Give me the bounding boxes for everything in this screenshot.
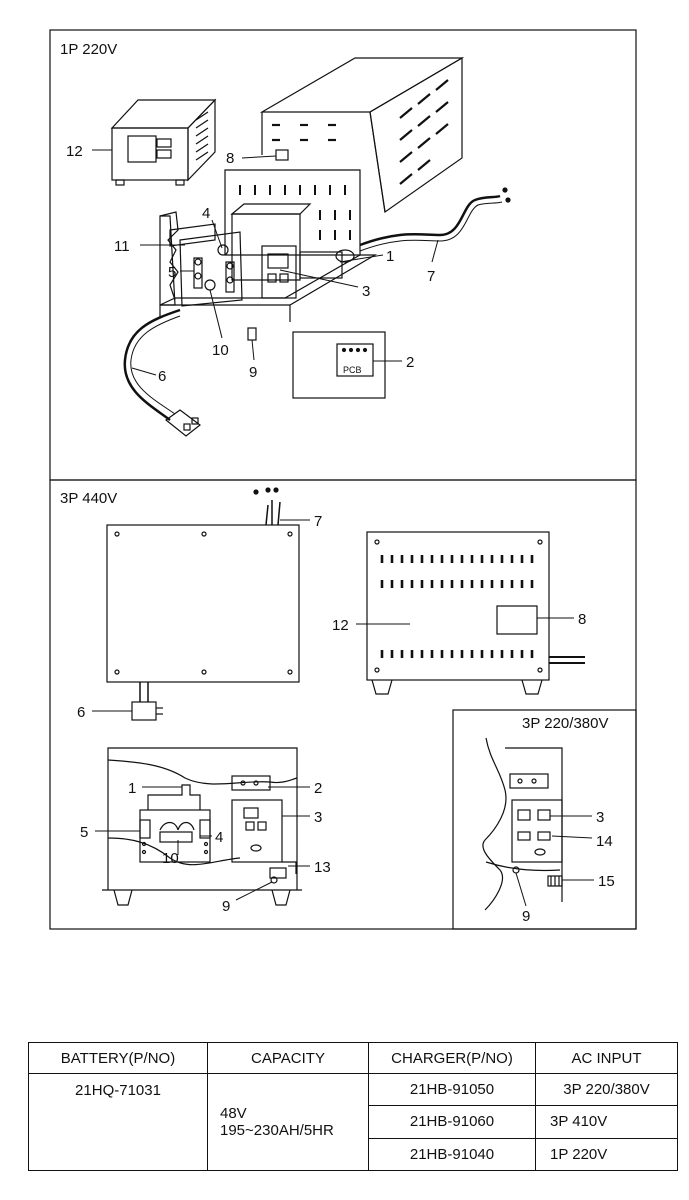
ac-input-cell: 3P 220/380V [535,1072,678,1107]
callout-5-mid: 5 [80,824,88,841]
callout-9: 9 [249,364,257,381]
section-title-inset: 3P 220/380V [522,715,608,732]
cabinet-cover [259,56,465,214]
spec-table: BATTERY(P/NO) CAPACITY CHARGER(P/NO) AC … [28,1042,678,1172]
ac-input-cell: 3P 410V [535,1105,678,1139]
callout-7: 7 [427,268,435,285]
callout-8-mid: 8 [578,611,586,628]
callout-1-mid: 1 [128,780,136,797]
capacity-range: 195~230AH/5HR [220,1122,334,1139]
section-frame-inset [452,709,637,930]
table-row: 21HB-91040 1P 220V [29,1137,678,1172]
callout-6-mid: 6 [77,704,85,721]
callout-4-mid: 4 [215,829,223,846]
table-header-row: BATTERY(P/NO) CAPACITY CHARGER(P/NO) AC … [28,1042,678,1074]
table-row: 21HQ-71031 48V 195~230AH/5HR 21HB-91050 … [28,1072,678,1171]
battery-cell: 21HQ-71031 [28,1073,208,1171]
dc-plug-mid [131,701,157,721]
charger-cell: 21HB-91040 [368,1137,536,1172]
callout-2: 2 [406,354,414,371]
dc-cable [123,308,181,422]
header-battery: BATTERY(P/NO) [28,1042,208,1074]
cabinet-front [366,531,585,695]
open-chassis-middle [102,747,302,906]
capacity-voltage: 48V [220,1105,247,1122]
callout-6: 6 [158,368,166,385]
callout-4: 4 [202,205,210,222]
chassis [159,169,378,322]
callout-14-inset: 14 [596,833,613,850]
fuse-top [247,327,257,341]
callout-2-mid: 2 [314,780,322,797]
callout-8: 8 [226,150,234,167]
ac-cable [359,194,501,247]
callout-3-inset: 3 [596,809,604,826]
callout-15-inset: 15 [598,873,615,890]
pcb-box: PCB [292,331,386,399]
callout-3: 3 [362,283,370,300]
ac-cable-mid [265,500,281,526]
dc-plug [165,409,201,437]
assembled-charger-small [110,98,217,186]
callout-13-mid: 13 [314,859,331,876]
section-title-middle: 3P 440V [60,490,117,507]
header-charger: CHARGER(P/NO) [368,1042,536,1074]
callout-12-mid: 12 [332,617,349,634]
section-title-top: 1P 220V [60,41,117,58]
callout-10: 10 [212,342,229,359]
callout-12: 12 [66,143,83,160]
section-frame-middle [49,479,637,930]
callout-5: 5 [168,264,176,281]
ac-input-cell: 1P 220V [535,1137,678,1172]
callout-9-mid: 9 [222,898,230,915]
charger-cell: 21HB-91060 [368,1105,536,1139]
callout-10-mid: 10 [162,850,179,867]
open-chassis-inset [482,737,563,911]
callout-1: 1 [386,248,394,265]
callout-3-mid: 3 [314,809,322,826]
header-ac-input: AC INPUT [535,1042,678,1074]
pcb-label: PCB [343,365,362,375]
exploded-diagram: 1P 220V 3P 440V 3P 220/380V [49,29,637,930]
table-row: 21HB-91060 3P 410V [29,1105,678,1139]
callout-11: 11 [114,238,130,255]
charger-cell: 21HB-91050 [368,1072,536,1107]
nameplate [496,605,538,635]
header-capacity: CAPACITY [207,1042,369,1074]
callout-7-mid: 7 [314,513,322,530]
callout-9-inset: 9 [522,908,530,925]
back-plate [106,524,300,683]
capacity-cell: 48V 195~230AH/5HR [207,1073,369,1171]
